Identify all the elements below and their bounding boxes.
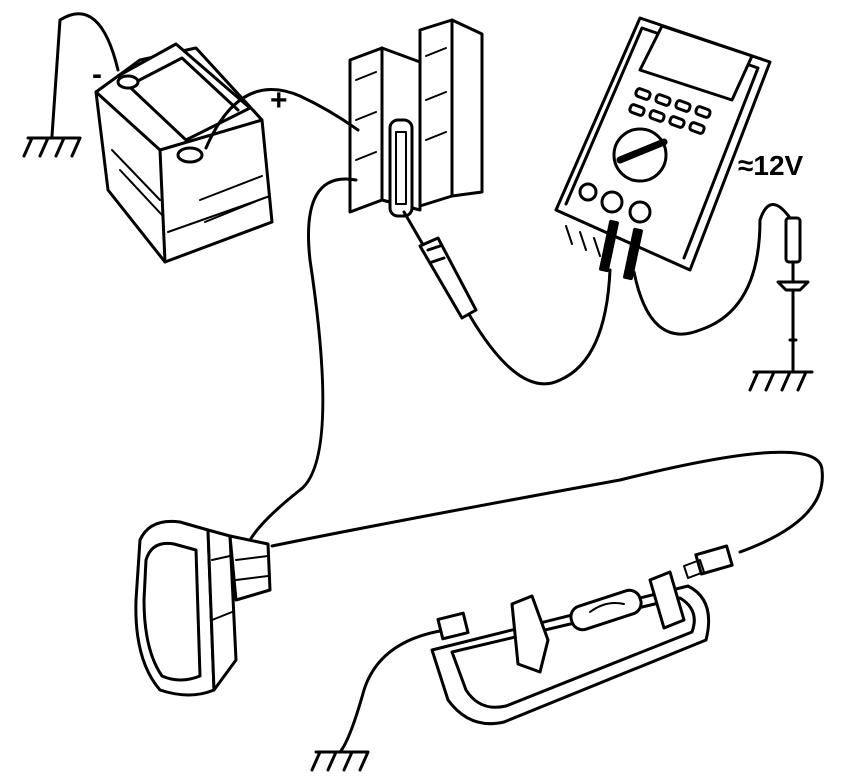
car-battery [94,42,274,264]
battery-positive-label: + [270,84,288,117]
input-jack [600,190,624,214]
fuse [388,118,414,218]
bulb [569,588,643,632]
test-lead-plug [599,219,619,273]
door-switch [134,519,272,697]
wire-fusebox-to-switch [248,177,358,542]
ground-symbol-lamp [310,750,370,772]
wire-multimeter-to-ground [632,203,792,336]
connector-left [436,611,470,641]
fuse-box [348,18,484,218]
positive-terminal [176,146,204,164]
probe-on-fuse [402,210,478,320]
input-jack [628,200,652,224]
probe-ground [776,216,810,342]
multimeter-buttons [628,87,712,135]
connector-right [694,544,734,576]
ground-symbol-battery [22,12,120,158]
voltage-reading-label: ≈12V [738,150,804,181]
multimeter-display [638,24,754,102]
wire-lamp-to-ground [338,628,448,754]
bulb-contact-right [648,570,686,630]
multimeter [554,16,772,281]
negative-terminal [116,74,140,90]
wire-probe-to-multimeter [468,268,612,386]
battery-negative-label: - [92,58,102,91]
test-lead-plug [623,227,643,281]
wire-battery-to-fusebox [204,88,360,150]
courtesy-lamp [430,544,734,726]
bulb-contact-left [510,594,550,674]
wire-switch-to-lamp [270,450,824,554]
ground-symbol-multimeter [748,370,814,392]
input-jack [578,182,598,202]
